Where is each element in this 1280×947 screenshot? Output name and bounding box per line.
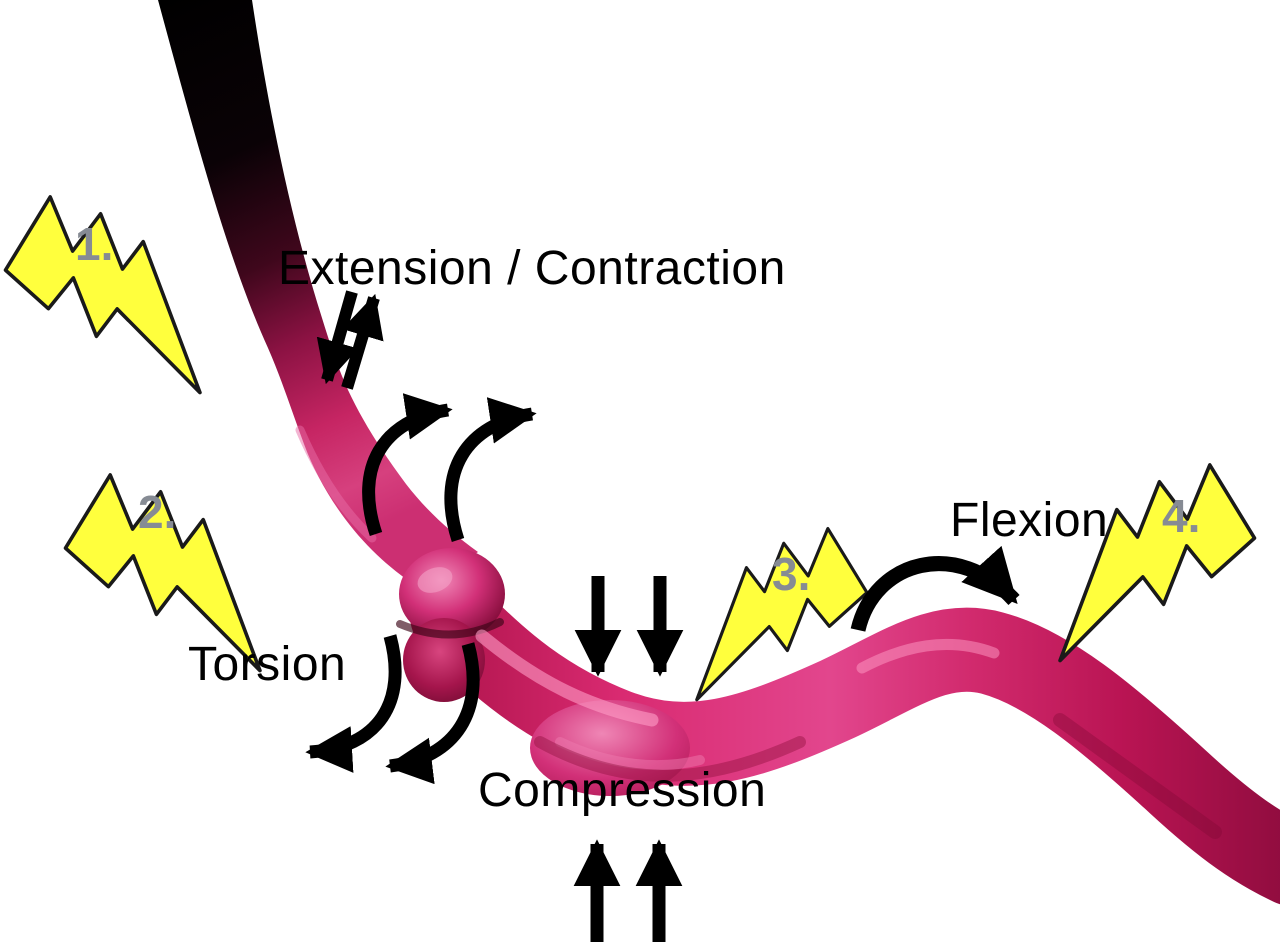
vessel-highlight xyxy=(295,425,377,543)
vessel-twist-crease xyxy=(396,618,504,639)
flexion-arc-arrow-icon xyxy=(850,545,1020,632)
flexion-label: Flexion xyxy=(950,494,1108,547)
vessel-highlight xyxy=(555,737,705,771)
lightning-bolt-1-icon xyxy=(0,185,253,395)
bolt-number-3: 3. xyxy=(772,548,810,600)
bolt-number-1: 1. xyxy=(75,218,113,270)
torsion-upper-arrow-icon xyxy=(362,393,453,537)
vessel-highlight xyxy=(475,629,659,727)
bolt-numbers: 1. 2. 3. 4. xyxy=(75,218,1200,600)
vessel-highlight xyxy=(417,567,453,593)
vessel-tube xyxy=(158,0,1280,905)
vessel-shadow xyxy=(1053,713,1222,839)
extension-contraction-label: Extension / Contraction xyxy=(278,242,786,295)
labels: Extension / Contraction Torsion Compress… xyxy=(188,242,1108,817)
vessel-upper-segment xyxy=(158,0,478,590)
vessel-twist-knot xyxy=(399,548,505,640)
vessel-shadow xyxy=(534,736,806,782)
bolt-number-2: 2. xyxy=(138,486,176,538)
bolt-number-4: 4. xyxy=(1162,490,1200,542)
torsion-lower-arrow-icon xyxy=(305,634,402,773)
torsion-label: Torsion xyxy=(188,638,346,691)
force-arrows xyxy=(305,290,1020,942)
extension-up-arrow-icon xyxy=(341,293,384,390)
vessel-highlight xyxy=(856,638,1000,674)
torsion-upper-arrow-icon xyxy=(444,397,537,542)
compression-label: Compression xyxy=(478,764,766,817)
torsion-lower-arrow-icon xyxy=(385,642,480,785)
lightning-bolt-4-icon xyxy=(1007,453,1269,663)
vessel-twist-loop xyxy=(403,618,485,702)
